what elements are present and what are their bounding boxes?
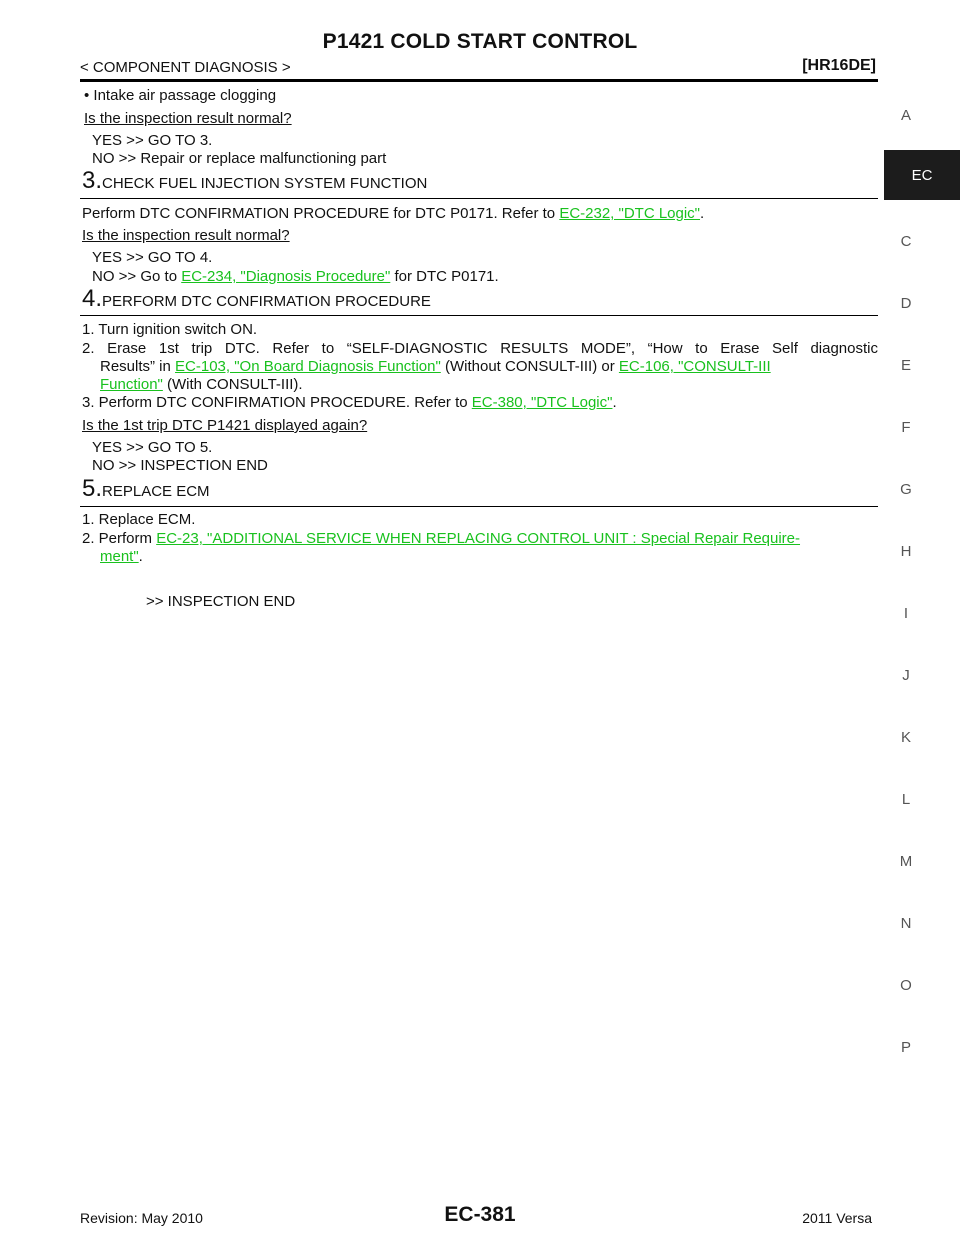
step-number: 5. bbox=[82, 475, 103, 502]
no-answer: NO >> INSPECTION END bbox=[92, 457, 268, 474]
step-rule bbox=[80, 315, 878, 316]
side-tab-h[interactable]: H bbox=[900, 543, 912, 560]
ref-link[interactable]: EC-103, "On Board Diagnosis Function" bbox=[175, 358, 441, 375]
revision-date: Revision: May 2010 bbox=[80, 1210, 203, 1226]
page-number: EC-381 bbox=[444, 1203, 516, 1226]
side-tab-j[interactable]: J bbox=[902, 667, 910, 684]
inspection-question: Is the 1st trip DTC P1421 displayed agai… bbox=[82, 417, 368, 434]
side-tab-active[interactable]: EC bbox=[884, 150, 960, 200]
list-item-continued: Function" (With CONSULT-III). bbox=[100, 376, 303, 393]
side-tab-p[interactable]: P bbox=[900, 1039, 911, 1056]
step-number: 4. bbox=[82, 285, 103, 312]
ref-link[interactable]: Function" bbox=[100, 376, 163, 393]
ref-link[interactable]: EC-23, "ADDITIONAL SERVICE WHEN REPLACIN… bbox=[156, 530, 801, 547]
list-item: 2. Perform EC-23, "ADDITIONAL SERVICE WH… bbox=[82, 530, 801, 547]
step-heading-4: 4.PERFORM DTC CONFIRMATION PROCEDURE bbox=[82, 285, 431, 313]
side-tab-l[interactable]: L bbox=[901, 791, 911, 808]
model-label: 2011 Versa bbox=[802, 1210, 872, 1226]
step-title: CHECK FUEL INJECTION SYSTEM FUNCTION bbox=[102, 175, 428, 192]
side-tab-n[interactable]: N bbox=[900, 915, 912, 932]
ref-link[interactable]: EC-106, "CONSULT-III bbox=[618, 358, 771, 375]
step-title: PERFORM DTC CONFIRMATION PROCEDURE bbox=[102, 293, 431, 310]
ref-link[interactable]: EC-380, "DTC Logic" bbox=[471, 394, 613, 411]
list-item: 1. Replace ECM. bbox=[82, 511, 196, 528]
ref-link[interactable]: EC-234, "Diagnosis Procedure" bbox=[181, 268, 391, 285]
engine-label: [HR16DE] bbox=[802, 57, 876, 74]
inspection-question: Is the inspection result normal? bbox=[84, 110, 292, 127]
side-tab-i[interactable]: I bbox=[903, 605, 909, 622]
ref-link[interactable]: ment" bbox=[100, 548, 139, 565]
yes-answer: YES >> GO TO 3. bbox=[92, 132, 213, 149]
step-rule bbox=[80, 198, 878, 199]
side-tab-a[interactable]: A bbox=[900, 107, 911, 124]
step-heading-3: 3.CHECK FUEL INJECTION SYSTEM FUNCTION bbox=[82, 167, 427, 195]
no-answer: NO >> Repair or replace malfunctioning p… bbox=[92, 150, 387, 167]
side-tab-g[interactable]: G bbox=[900, 481, 912, 498]
end-marker: >> INSPECTION END bbox=[146, 593, 296, 610]
side-tab-e[interactable]: E bbox=[900, 357, 911, 374]
inspection-question: Is the inspection result normal? bbox=[82, 227, 290, 244]
side-tab-k[interactable]: K bbox=[900, 729, 911, 746]
step-title: REPLACE ECM bbox=[102, 483, 210, 500]
ref-link[interactable]: EC-232, "DTC Logic" bbox=[559, 205, 701, 222]
list-item: 2. Erase 1st trip DTC. Refer to “SELF-DI… bbox=[82, 340, 878, 357]
side-tab-f[interactable]: F bbox=[901, 419, 911, 436]
header-rule bbox=[80, 79, 878, 82]
side-tab-o[interactable]: O bbox=[900, 977, 912, 994]
no-answer: NO >> Go to EC-234, "Diagnosis Procedure… bbox=[92, 268, 499, 285]
side-tab-m[interactable]: M bbox=[899, 853, 913, 870]
step-heading-5: 5.REPLACE ECM bbox=[82, 475, 210, 503]
list-item: 1. Turn ignition switch ON. bbox=[82, 321, 258, 338]
step-rule bbox=[80, 506, 878, 507]
list-item-continued: Results” in EC-103, "On Board Diagnosis … bbox=[100, 358, 771, 375]
section-label: < COMPONENT DIAGNOSIS > bbox=[80, 59, 291, 76]
side-tab-d[interactable]: D bbox=[900, 295, 912, 312]
yes-answer: YES >> GO TO 4. bbox=[92, 249, 213, 266]
page-title: P1421 COLD START CONTROL bbox=[322, 30, 638, 53]
step-number: 3. bbox=[82, 167, 103, 194]
side-tab-c[interactable]: C bbox=[900, 233, 912, 250]
yes-answer: YES >> GO TO 5. bbox=[92, 439, 213, 456]
list-item: 3. Perform DTC CONFIRMATION PROCEDURE. R… bbox=[82, 394, 617, 411]
list-item-continued: ment". bbox=[100, 548, 143, 565]
instruction-text: Perform DTC CONFIRMATION PROCEDURE for D… bbox=[82, 205, 705, 222]
bullet-item: • Intake air passage clogging bbox=[84, 87, 277, 104]
